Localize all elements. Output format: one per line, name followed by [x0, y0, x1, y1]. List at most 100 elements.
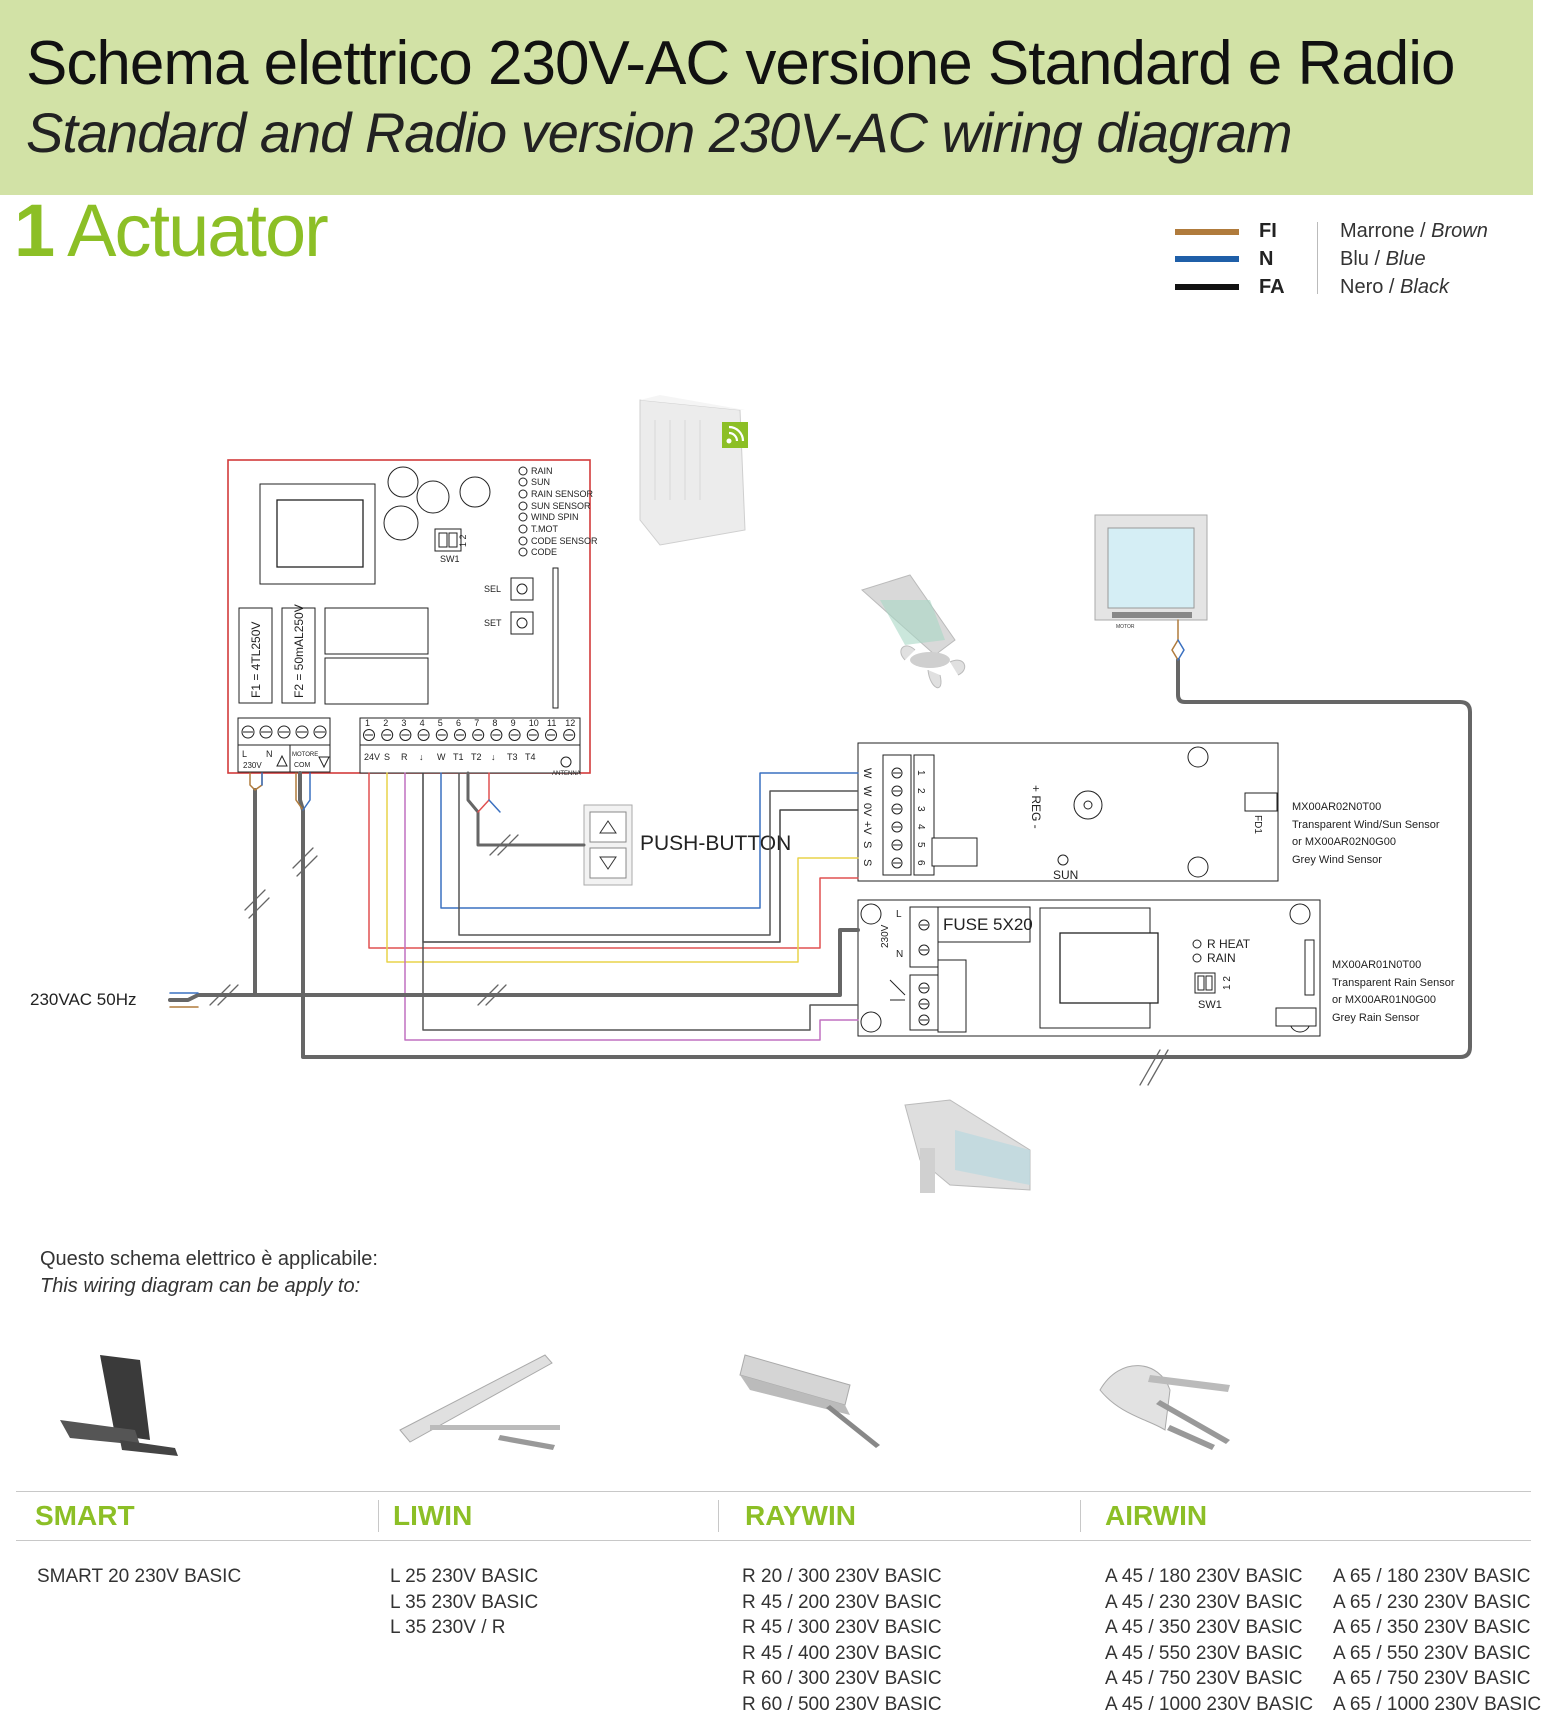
header-band: [0, 0, 1533, 195]
model-item: R 45 / 300 230V BASIC: [742, 1617, 942, 1638]
terminal-number: 2: [383, 718, 388, 728]
svg-text:5: 5: [915, 842, 926, 848]
model-item: R 20 / 300 230V BASIC: [742, 1566, 942, 1587]
svg-text:L: L: [242, 749, 247, 759]
control-board: SW1 1 2 RAIN SUN RAIN SENSOR SUN SENSOR …: [227, 459, 598, 777]
legend-code-fi: FI: [1259, 220, 1277, 242]
board-led-list: RAIN SUN RAIN SENSOR SUN SENSOR WIND SPI…: [518, 466, 598, 557]
svg-text:230V: 230V: [880, 924, 891, 948]
wires: [168, 619, 1472, 1086]
model-item: R 45 / 400 230V BASIC: [742, 1642, 942, 1664]
svg-text:+ REG -: + REG -: [1029, 785, 1043, 829]
svg-text:3: 3: [915, 806, 926, 812]
svg-text:SUN: SUN: [531, 477, 550, 487]
svg-text:W: W: [861, 768, 873, 779]
svg-text:N: N: [266, 749, 273, 759]
svg-text:RAIN: RAIN: [1207, 951, 1236, 965]
svg-text:MOTOR: MOTOR: [1116, 624, 1135, 630]
applicability-it: Questo schema elettrico è applicabile:: [40, 1248, 378, 1270]
model-item: A 65 / 1000 230V BASIC: [1333, 1693, 1541, 1715]
window-illustration: MOTOR: [1094, 514, 1208, 630]
wind-sensor-desc-3: or MX00AR02N0G00: [1292, 836, 1396, 848]
svg-text:2: 2: [915, 788, 926, 794]
svg-text:COM: COM: [294, 762, 311, 769]
terminal-number: 7: [474, 718, 479, 728]
smart-models: SMART 20 230V BASIC: [37, 1564, 241, 1590]
rain-sensor-desc-4: Grey Rain Sensor: [1332, 1012, 1420, 1024]
svg-text:F1 = 4TL250V: F1 = 4TL250V: [249, 622, 263, 698]
wind-sensor-desc-1: MX00AR02N0T00: [1292, 801, 1381, 813]
svg-text:RAIN: RAIN: [531, 466, 553, 476]
model-item: L 35 230V BASIC: [390, 1591, 539, 1613]
model-item: A 45 / 180 230V BASIC: [1105, 1566, 1303, 1587]
table-col-divider: [1080, 1500, 1081, 1532]
terminal-label: ↓: [491, 752, 496, 762]
rain-sensor-desc-3: or MX00AR01N0G00: [1332, 994, 1436, 1006]
svg-text:6: 6: [915, 860, 926, 866]
airwin-actuator-image: [1099, 1365, 1230, 1450]
push-button-label: PUSH-BUTTON: [640, 832, 791, 855]
table-rule-top: [16, 1491, 1531, 1492]
section-number: 1: [14, 189, 55, 272]
rain-sensor-desc-2: Transparent Rain Sensor: [1332, 977, 1455, 989]
terminal-label: S: [384, 752, 390, 762]
model-item: A 65 / 550 230V BASIC: [1333, 1642, 1531, 1664]
svg-text:S: S: [861, 841, 873, 848]
svg-text:1 2: 1 2: [1222, 976, 1233, 990]
model-item: A 45 / 350 230V BASIC: [1105, 1617, 1303, 1638]
terminal-label: T4: [525, 752, 536, 762]
svg-text:SUN SENSOR: SUN SENSOR: [531, 501, 591, 511]
svg-text:4: 4: [915, 824, 926, 830]
rain-sensor-board: L N 230V FUSE 5X20 R HEAT RAIN SW1 1 2: [857, 899, 1321, 1037]
terminal-number: 9: [511, 718, 516, 728]
terminal-number: 12: [565, 718, 575, 728]
title-italian: Schema elettrico 230V-AC versione Standa…: [26, 29, 1455, 98]
legend-name-brown: Marrone / Brown: [1340, 220, 1488, 242]
svg-text:SET: SET: [484, 618, 502, 628]
svg-text:L: L: [896, 909, 902, 920]
svg-text:ANTENNA: ANTENNA: [552, 771, 581, 777]
svg-text:SUN: SUN: [1053, 868, 1078, 882]
terminal-number: 8: [492, 718, 497, 728]
table-col-divider: [378, 1500, 379, 1532]
model-item: A 65 / 350 230V BASIC: [1333, 1617, 1531, 1638]
svg-text:1 2: 1 2: [458, 534, 468, 547]
model-item: L 35 230V / R: [390, 1617, 506, 1638]
svg-text:RAIN SENSOR: RAIN SENSOR: [531, 489, 594, 499]
liwin-actuator-image: [399, 1354, 560, 1450]
svg-text:+V: +V: [861, 821, 873, 835]
legend-code-n: N: [1259, 248, 1274, 270]
terminal-label: T1: [453, 752, 464, 762]
svg-text:WIND SPIN: WIND SPIN: [531, 512, 579, 522]
family-airwin: AIRWIN: [1105, 1500, 1208, 1531]
section-name: Actuator: [67, 189, 329, 272]
model-item: A 45 / 550 230V BASIC: [1105, 1642, 1303, 1664]
terminal-label: R: [401, 752, 408, 762]
wind-sensor-device: [861, 574, 966, 688]
model-item: A 65 / 230 230V BASIC: [1333, 1591, 1531, 1613]
legend-swatch-black: [1175, 284, 1239, 290]
legend-name-black: Nero / Black: [1340, 276, 1449, 298]
svg-text:FUSE 5X20: FUSE 5X20: [943, 915, 1033, 934]
model-item: R 60 / 300 230V BASIC: [742, 1668, 942, 1689]
svg-text:CODE SENSOR: CODE SENSOR: [531, 536, 598, 546]
svg-text:N: N: [896, 949, 903, 960]
legend-divider: [1317, 222, 1318, 294]
title-english: Standard and Radio version 230V-AC wirin…: [26, 101, 1293, 164]
svg-text:T.MOT: T.MOT: [531, 524, 558, 534]
svg-text:CODE: CODE: [531, 547, 557, 557]
svg-text:1: 1: [915, 770, 926, 776]
svg-text:FD1: FD1: [1252, 815, 1263, 834]
svg-text:F2 = 50mAL250V: F2 = 50mAL250V: [292, 604, 306, 698]
terminal-label: 24V: [364, 752, 380, 762]
family-liwin: LIWIN: [393, 1500, 473, 1531]
product-images: [60, 1354, 1230, 1456]
push-button-device: [583, 804, 633, 886]
terminal-label: W: [437, 752, 446, 762]
model-item: A 45 / 750 230V BASIC: [1105, 1668, 1303, 1689]
model-item: A 45 / 230 230V BASIC: [1105, 1591, 1303, 1613]
svg-text:W: W: [861, 786, 873, 797]
terminal-number: 5: [438, 718, 443, 728]
